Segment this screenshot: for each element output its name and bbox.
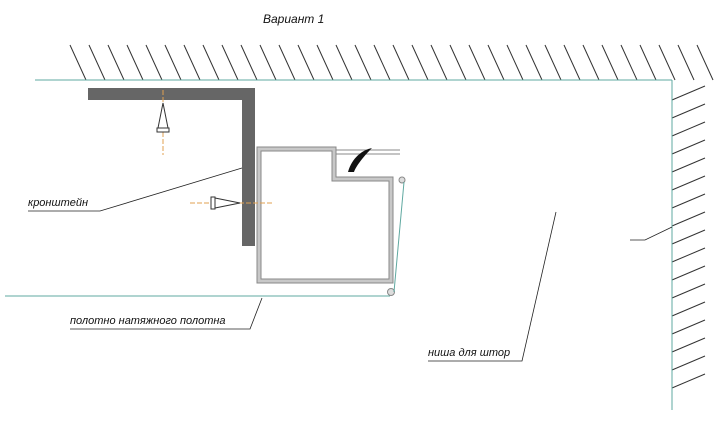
- canvas-leader: [70, 297, 263, 330]
- page-title: Вариант 1: [263, 12, 325, 26]
- screw-icon: [190, 196, 273, 210]
- screw-icon: [156, 90, 170, 155]
- bracket-leader: [28, 167, 243, 212]
- canvas-edge: [393, 181, 405, 293]
- harpoon-clip: [348, 148, 372, 172]
- wall-leader: [630, 226, 673, 241]
- ceiling-hatch: [69, 44, 714, 81]
- aluminium-profile: [256, 146, 406, 296]
- bracket: [88, 88, 255, 246]
- niche-leader: [428, 211, 557, 362]
- wall-hatch: [671, 85, 706, 389]
- niche-label: ниша для штор: [428, 347, 511, 359]
- bracket-label: кронштейн: [28, 197, 89, 209]
- canvas-label: полотно натяжного полотна: [70, 315, 226, 327]
